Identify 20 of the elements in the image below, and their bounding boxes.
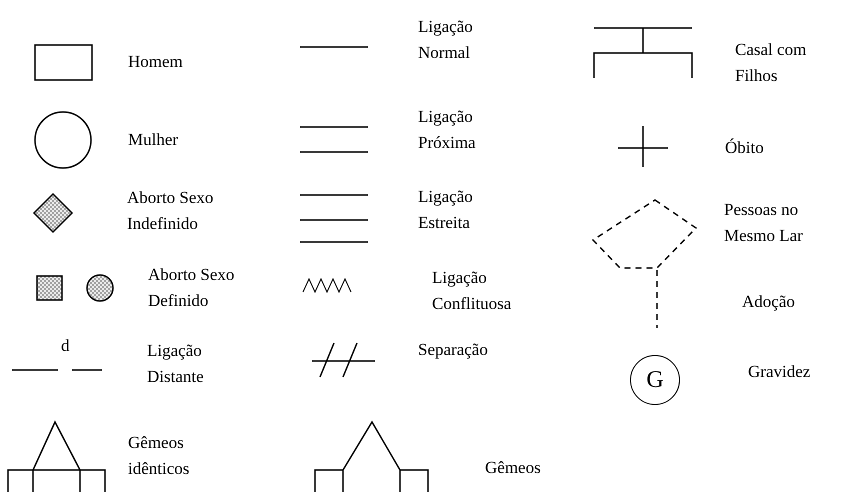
legend-text: Separação	[418, 339, 489, 361]
legend-text: Gravidez	[748, 361, 812, 383]
circle-letter: G	[646, 366, 664, 394]
legend-text: Adoção	[742, 291, 796, 313]
legend-text: Ligação Estreita	[418, 186, 474, 234]
legend-text: Aborto Sexo Indefinido	[127, 187, 214, 235]
distance-mark-label: d	[61, 336, 70, 356]
legend-text: Gêmeos idênticos	[128, 432, 190, 480]
legend-text: Ligação Normal	[418, 16, 474, 64]
legend-text: Mulher	[128, 129, 180, 151]
pregnancy-circle	[630, 355, 680, 405]
legend-text: Gêmeos	[485, 457, 542, 479]
legend-text: Ligação Distante	[147, 340, 205, 388]
legend-text: Aborto Sexo Definido	[148, 264, 236, 312]
legend-text: Ligação Próxima	[418, 106, 477, 154]
legend-text: Pessoas no Mesmo Lar	[724, 199, 804, 247]
legend-text: Ligação Conflituosa	[432, 267, 512, 315]
legend-text: Óbito	[725, 137, 765, 159]
legend-text: Casal com Filhos	[735, 39, 808, 87]
legend-text: Homem	[128, 51, 184, 73]
